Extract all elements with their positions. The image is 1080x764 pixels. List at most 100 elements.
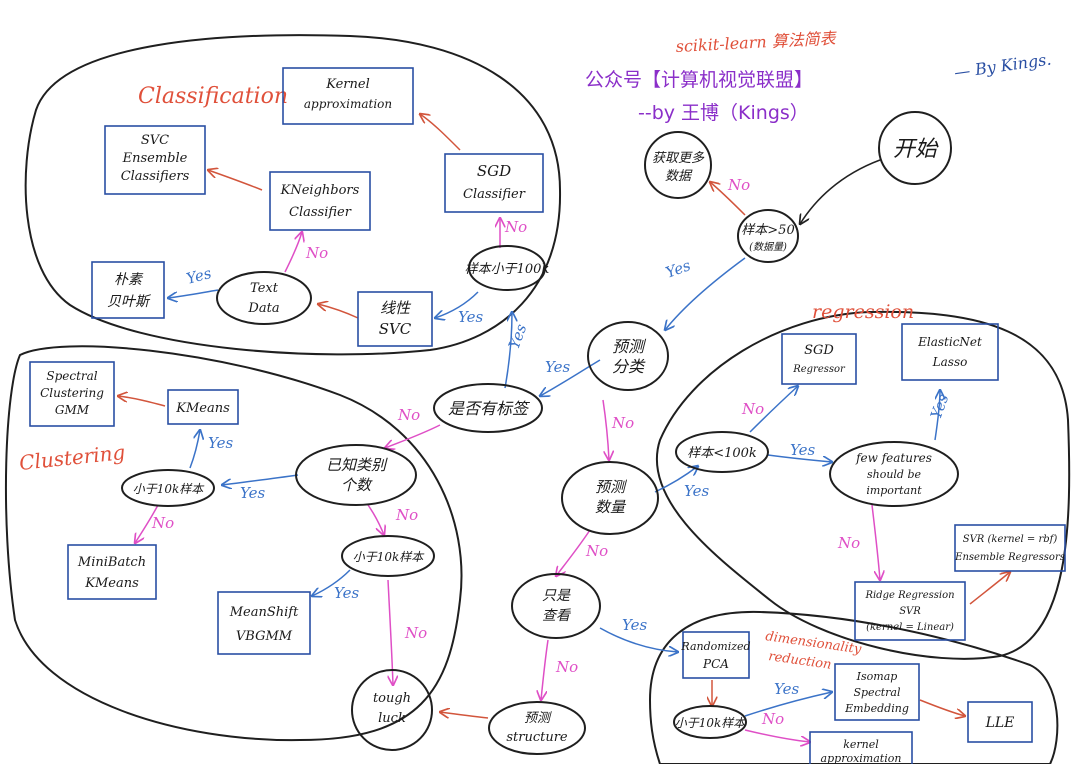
svg-text:样本小于100k: 样本小于100k bbox=[465, 262, 550, 277]
node-few-features: few features should be important bbox=[829, 441, 959, 507]
edge-label-yes: Yes bbox=[790, 441, 815, 459]
svg-text:VBGMM: VBGMM bbox=[236, 629, 293, 644]
svg-text:是否有标签: 是否有标签 bbox=[448, 399, 531, 418]
edge-label-no: No bbox=[585, 542, 608, 560]
svg-text:数据: 数据 bbox=[665, 169, 693, 184]
svg-text:Ridge Regression: Ridge Regression bbox=[864, 590, 954, 601]
svg-text:approximation: approximation bbox=[304, 97, 392, 111]
edge-label-no: No bbox=[397, 406, 420, 424]
regression-region-outline bbox=[655, 310, 1071, 660]
arrow-linearsvc-to-text bbox=[318, 304, 359, 319]
box-minibatch-kmeans: MiniBatch KMeans bbox=[67, 544, 157, 600]
arrow-samples-to-moredata bbox=[710, 182, 746, 216]
arrow-samples-to-predict bbox=[665, 257, 746, 330]
svg-text:few features: few features bbox=[855, 451, 932, 465]
svg-text:数量: 数量 bbox=[595, 498, 627, 516]
svg-text:SVR (kernel = rbf): SVR (kernel = rbf) bbox=[963, 534, 1058, 545]
svg-text:Kernel: Kernel bbox=[325, 77, 370, 92]
svg-text:SVC: SVC bbox=[141, 133, 169, 148]
svg-text:SGD: SGD bbox=[477, 162, 511, 180]
svg-text:Isomap: Isomap bbox=[856, 670, 898, 683]
header-line-2: --by 王博（Kings） bbox=[638, 102, 809, 124]
svg-text:Data: Data bbox=[247, 301, 279, 316]
arrow-few-to-ridge bbox=[871, 504, 880, 580]
arrow-structure-to-tough bbox=[440, 712, 489, 719]
arrow-lt10kb-to-tough bbox=[387, 579, 393, 685]
edge-label-yes: Yes bbox=[545, 358, 570, 376]
edge-label-no: No bbox=[837, 534, 860, 552]
svg-text:LLE: LLE bbox=[985, 715, 1015, 731]
arrow-justlook-to-structure bbox=[541, 639, 549, 700]
svg-text:SVR: SVR bbox=[899, 606, 921, 617]
arrow-ridge-to-svrens bbox=[969, 572, 1010, 605]
svg-text:Clustering: Clustering bbox=[40, 386, 104, 400]
edge-label-yes: Yes bbox=[663, 256, 693, 282]
svg-text:PCA: PCA bbox=[702, 657, 729, 671]
classification-region-outline bbox=[24, 34, 562, 356]
arrow-few-to-elastic bbox=[934, 390, 940, 441]
svg-text:贝叶斯: 贝叶斯 bbox=[107, 294, 152, 310]
svg-text:Randomized: Randomized bbox=[680, 640, 750, 653]
svg-text:should be: should be bbox=[867, 468, 922, 481]
svg-text:Classifier: Classifier bbox=[463, 187, 526, 202]
arrow-label-to-knownk bbox=[385, 424, 441, 448]
edge-label-no: No bbox=[727, 176, 750, 194]
svg-text:(kernel = Linear): (kernel = Linear) bbox=[866, 622, 954, 633]
arrow-justlook-to-pca bbox=[599, 627, 678, 652]
svg-text:Embedding: Embedding bbox=[844, 702, 909, 715]
arrow-start-to-samples bbox=[800, 159, 881, 224]
clustering-region-label: Clustering bbox=[18, 440, 126, 475]
edge-label-no: No bbox=[555, 658, 578, 676]
node-just-looking: 只是 查看 bbox=[511, 573, 601, 639]
svg-text:MiniBatch: MiniBatch bbox=[77, 555, 146, 570]
svg-text:structure: structure bbox=[506, 730, 568, 745]
svg-text:分类: 分类 bbox=[612, 357, 646, 376]
box-kernel-approximation-cls: Kernel approximation bbox=[282, 67, 414, 125]
edge-label-yes: Yes bbox=[505, 321, 531, 351]
node-predict-category: 预测 分类 bbox=[587, 321, 669, 391]
svg-text:小于10k样本: 小于10k样本 bbox=[133, 482, 206, 496]
header-scribble-title: scikit-learn 算法简表 bbox=[675, 29, 838, 56]
edge-label-yes: Yes bbox=[184, 264, 213, 288]
box-svr-ensemble: SVR (kernel = rbf) Ensemble Regressors bbox=[954, 524, 1066, 572]
regression-region-label: regression bbox=[812, 301, 914, 323]
svg-text:Ensemble: Ensemble bbox=[122, 151, 188, 166]
edge-label-no: No bbox=[611, 414, 634, 432]
header-line-1: 公众号【计算机视觉联盟】 bbox=[585, 69, 813, 91]
arrow-isomap-to-lle bbox=[919, 699, 965, 716]
svg-text:(数据量): (数据量) bbox=[749, 241, 787, 253]
edge-label-yes: Yes bbox=[334, 584, 359, 602]
node-has-label: 是否有标签 bbox=[433, 383, 543, 433]
arrow-text-to-kn bbox=[284, 232, 302, 273]
box-kneighbors-classifier: KNeighbors Classifier bbox=[269, 171, 371, 231]
svg-text:Lasso: Lasso bbox=[932, 355, 968, 369]
svg-text:SGD: SGD bbox=[804, 343, 834, 358]
node-predict-structure: 预测 structure bbox=[488, 701, 586, 755]
arrow-label-to-lt100k bbox=[504, 312, 512, 389]
arrow-lt100k-to-linearsvc bbox=[435, 291, 479, 318]
box-sgd-regressor: SGD Regressor bbox=[781, 333, 857, 385]
arrow-predict-to-label bbox=[540, 359, 601, 396]
node-text-data: Text Data bbox=[216, 271, 312, 325]
edge-label-no: No bbox=[404, 624, 427, 642]
svg-text:Text: Text bbox=[250, 281, 279, 296]
box-isomap-spectral-embedding: Isomap Spectral Embedding bbox=[834, 663, 920, 721]
box-svc-ensemble: SVC Ensemble Classifiers bbox=[104, 125, 206, 195]
edge-label-no: No bbox=[305, 244, 328, 262]
svg-text:Classifier: Classifier bbox=[289, 205, 352, 220]
arrow-kn-to-svcens bbox=[208, 170, 263, 191]
edge-label-no: No bbox=[151, 514, 174, 532]
svg-text:Ensemble Regressors: Ensemble Regressors bbox=[954, 552, 1065, 563]
node-known-k: 已知类别 个数 bbox=[295, 444, 417, 506]
arrow-text-to-nb bbox=[168, 289, 219, 298]
svg-text:Classifiers: Classifiers bbox=[121, 169, 190, 184]
box-meanshift-vbgmm: MeanShift VBGMM bbox=[217, 591, 311, 655]
arrow-kmeans-to-spectral bbox=[118, 396, 166, 407]
node-samples-gt-50: 样本>50 (数据量) bbox=[737, 209, 799, 263]
box-sgd-classifier: SGD Classifier bbox=[444, 153, 544, 213]
svg-text:tough: tough bbox=[373, 691, 411, 706]
svg-text:个数: 个数 bbox=[341, 476, 373, 494]
clustering-region-outline bbox=[4, 345, 463, 742]
svg-text:MeanShift: MeanShift bbox=[229, 605, 299, 620]
